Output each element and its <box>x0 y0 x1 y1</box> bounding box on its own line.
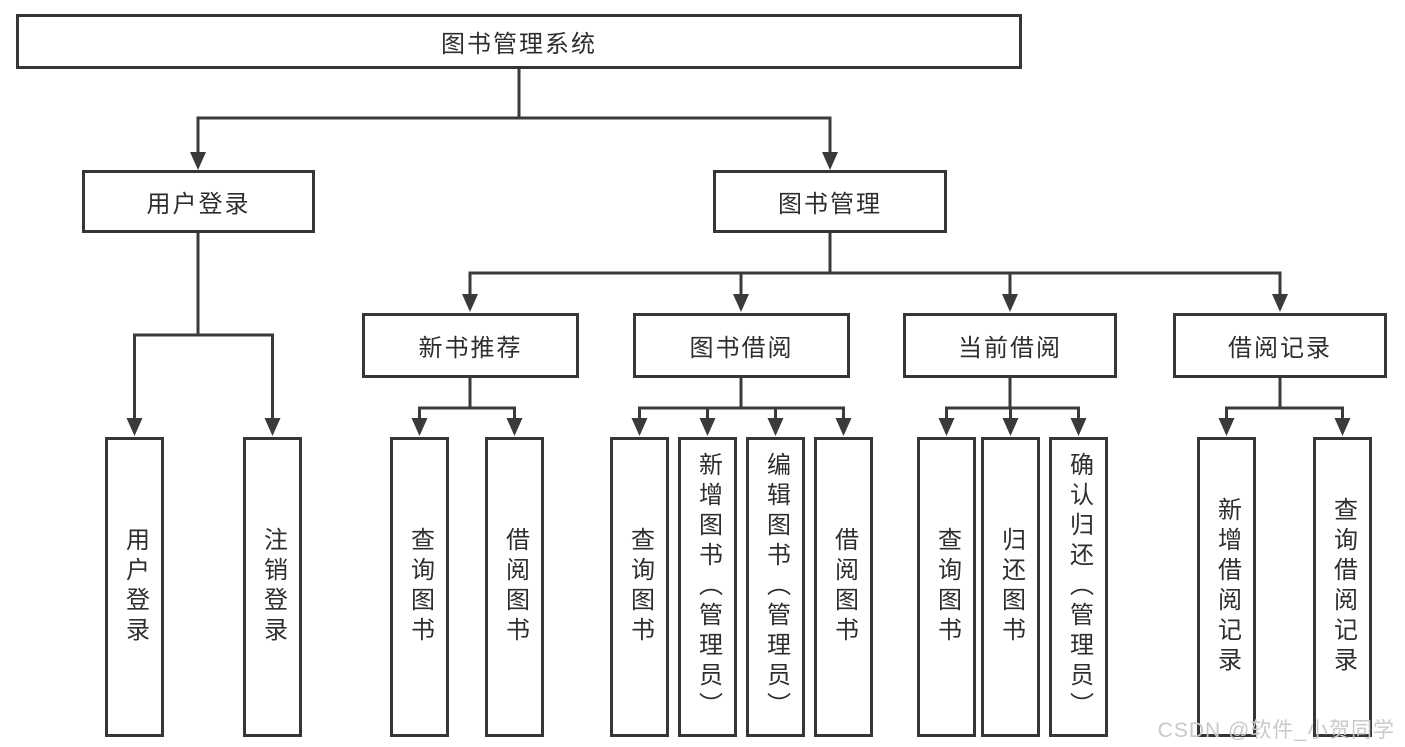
node-leaf-add-borrowing-record: 新增借阅记录 <box>1197 437 1256 737</box>
node-leaf-edit-books-admin: 编辑图书（管理员） <box>746 437 805 737</box>
node-label: 用户登录 <box>121 527 149 647</box>
node-leaf-return-books: 归还图书 <box>981 437 1040 737</box>
node-label: 新书推荐 <box>418 335 523 362</box>
node-leaf-add-books-admin: 新增图书（管理员） <box>678 437 737 737</box>
node-leaf-logout: 注销登录 <box>243 437 302 737</box>
node-current-borrowing: 当前借阅 <box>903 313 1117 378</box>
node-label: 新增图书（管理员） <box>694 452 722 722</box>
node-book-management: 图书管理 <box>713 170 947 233</box>
node-leaf-confirm-return-admin: 确认归还（管理员） <box>1049 437 1108 737</box>
node-borrowing-records: 借阅记录 <box>1173 313 1387 378</box>
node-leaf-user-login: 用户登录 <box>105 437 164 737</box>
node-label: 当前借阅 <box>958 335 1062 362</box>
node-label: 图书管理系统 <box>441 31 597 58</box>
node-user-login: 用户登录 <box>82 170 315 233</box>
node-leaf-borrow-books-recommend: 借阅图书 <box>485 437 544 737</box>
node-label: 借阅记录 <box>1228 335 1332 362</box>
node-leaf-query-books-borrowing: 查询图书 <box>610 437 669 737</box>
node-book-borrowing: 图书借阅 <box>633 313 850 378</box>
node-new-book-recommend: 新书推荐 <box>362 313 579 378</box>
node-leaf-borrow-books-borrowing: 借阅图书 <box>814 437 873 737</box>
node-label: 确认归还（管理员） <box>1065 452 1093 722</box>
node-label: 查询图书 <box>933 527 961 647</box>
node-leaf-query-books-current: 查询图书 <box>917 437 976 737</box>
node-label: 借阅图书 <box>501 527 529 647</box>
node-leaf-query-borrowing-record: 查询借阅记录 <box>1313 437 1372 737</box>
node-label: 图书借阅 <box>689 335 794 362</box>
node-label: 归还图书 <box>997 527 1025 647</box>
node-label: 图书管理 <box>778 191 882 218</box>
node-label: 借阅图书 <box>830 527 858 647</box>
node-label: 注销登录 <box>259 527 287 647</box>
node-label: 查询图书 <box>406 527 434 647</box>
node-label: 查询图书 <box>626 527 654 647</box>
node-label: 查询借阅记录 <box>1329 497 1357 677</box>
node-library-management-system: 图书管理系统 <box>16 14 1022 69</box>
node-label: 用户登录 <box>146 191 251 218</box>
node-leaf-query-books-recommend: 查询图书 <box>390 437 449 737</box>
node-label: 新增借阅记录 <box>1213 497 1241 677</box>
watermark: CSDN @软件_小贺同学 <box>1157 719 1395 742</box>
node-label: 编辑图书（管理员） <box>762 452 790 722</box>
